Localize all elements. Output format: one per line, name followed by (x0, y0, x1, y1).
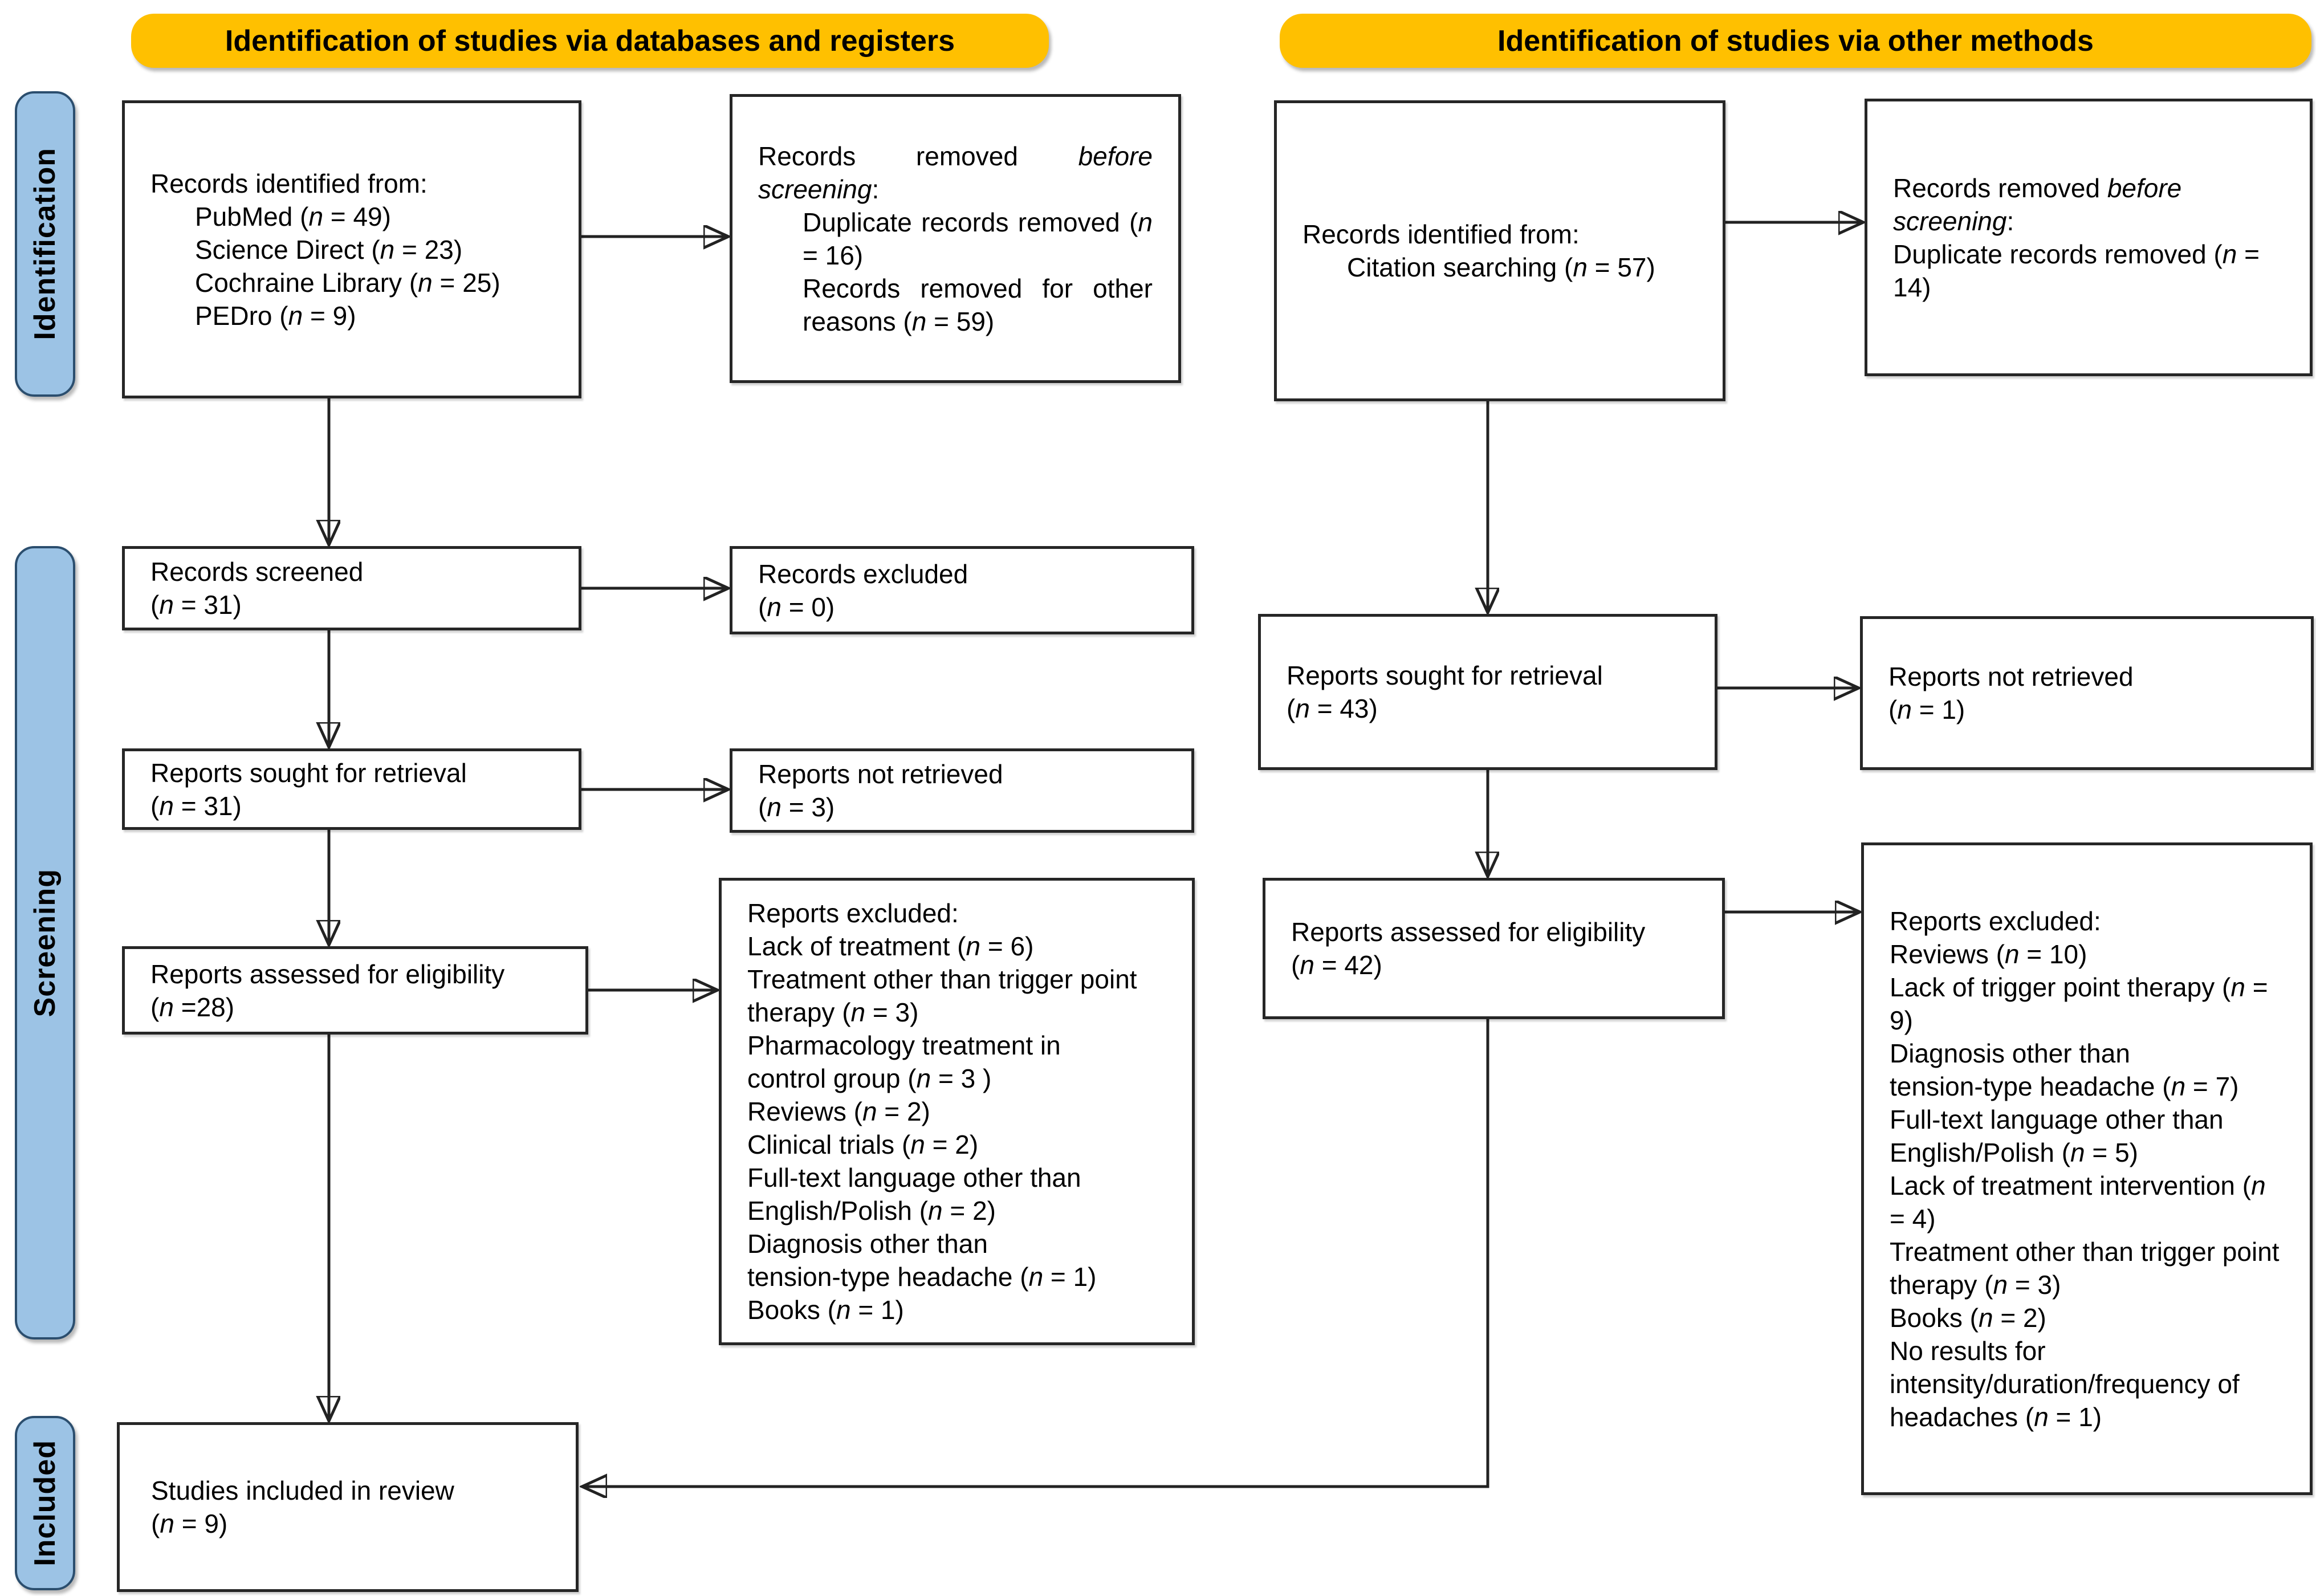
box-text-line: Books (n = 1) (747, 1295, 904, 1325)
box-text-line: Studies included in review (151, 1476, 454, 1505)
box-text-line: Reports excluded: (1890, 906, 2101, 936)
box-reports-excluded-other: Reports excluded:Reviews (n = 10)Lack of… (1861, 842, 2313, 1495)
box-text-line: (n = 42) (1291, 950, 1382, 980)
box-text-line: Citation searching (n = 57) (1347, 253, 1655, 282)
box-records-removed-before-screening: Records removed before screening:Duplica… (730, 94, 1181, 383)
box-text-line: Reports not retrieved (1888, 662, 2134, 691)
box-text-line: Treatment other than trigger point thera… (1890, 1236, 2280, 1300)
box-records-excluded: Records excluded(n = 0) (730, 546, 1194, 634)
box-text-line: PEDro (n = 9) (195, 300, 356, 331)
box-reports-assessed-eligibility-other: Reports assessed for eligibility(n = 42) (1263, 878, 1725, 1019)
box-text-line: Cochraine Library (n = 25) (195, 267, 500, 298)
box-reports-sought-retrieval-databases: Reports sought for retrieval(n = 31) (122, 748, 581, 830)
box-text-line: Pharmacology treatment in control group … (747, 1031, 1061, 1093)
box-text-line: (n =28) (150, 992, 235, 1022)
box-text-line: Reports not retrieved (758, 759, 1003, 789)
box-text-line: Reports sought for retrieval (1287, 661, 1603, 690)
box-reports-excluded-databases: Reports excluded:Lack of treatment (n = … (719, 878, 1195, 1345)
box-text-line: Diagnosis other than tension-type headac… (747, 1229, 1097, 1292)
box-records-identified-databases: Records identified from:PubMed (n = 49)S… (122, 100, 581, 398)
box-text-line: Lack of trigger point therapy (n = 9) (1890, 972, 2268, 1035)
arrow-assessed-other-to-included (582, 1019, 1489, 1487)
banner-other-methods: Identification of studies via other meth… (1280, 14, 2311, 68)
box-text-line: Full-text language other than English/Po… (1890, 1104, 2224, 1167)
box-text-line: Treatment other than trigger point thera… (747, 964, 1137, 1027)
box-text-line: PubMed (n = 49) (195, 201, 391, 231)
box-text-line: Records screened (150, 557, 364, 587)
box-text-line: Reviews (n = 10) (1890, 939, 2087, 969)
stage-label-included: Included (15, 1416, 75, 1590)
box-text-line: Lack of treatment (n = 6) (747, 931, 1034, 961)
box-text-line: Reports excluded: (747, 898, 959, 928)
box-text-line: Science Direct (n = 23) (195, 234, 463, 264)
box-text-line: (n = 3) (758, 792, 835, 822)
box-text-line: (n = 31) (150, 791, 242, 821)
box-text-line: Records excluded (758, 559, 968, 589)
box-text-line: Records removed before screening: (758, 141, 1153, 204)
box-records-removed-before-screening-other: Records removed before screening:Duplica… (1865, 99, 2313, 376)
box-text-line: No results for intensity/duration/freque… (1890, 1336, 2240, 1432)
box-text-line: (n = 1) (1888, 695, 1965, 724)
banner-other-label: Identification of studies via other meth… (1497, 24, 2094, 58)
box-text-line: Reviews (n = 2) (747, 1097, 930, 1126)
box-reports-not-retrieved-databases: Reports not retrieved(n = 3) (730, 748, 1194, 833)
box-records-screened: Records screened(n = 31) (122, 546, 581, 630)
box-text-line: Clinical trials (n = 2) (747, 1130, 979, 1159)
box-text-line: Diagnosis other than tension-type headac… (1890, 1038, 2239, 1101)
banner-databases-label: Identification of studies via databases … (225, 24, 955, 58)
box-text-line: Duplicate records removed (n = 16) (803, 207, 1153, 270)
stage-label-screening: Screening (15, 546, 75, 1339)
box-text-line: Reports sought for retrieval (150, 758, 467, 788)
box-text-line: Full-text language other than English/Po… (747, 1163, 1081, 1226)
box-reports-sought-retrieval-other: Reports sought for retrieval (n = 43) (1258, 614, 1717, 770)
box-text-line: Records identified from: (150, 168, 428, 198)
box-text-line: Records removed for other reasons (n = 5… (803, 273, 1153, 336)
box-text-line: Lack of treatment intervention (n = 4) (1890, 1170, 2266, 1233)
box-text-line: (n = 43) (1287, 694, 1378, 723)
box-text-line: Records identified from: (1303, 219, 1580, 249)
box-text-line: Reports assessed for eligibility (150, 959, 505, 989)
box-text-line: Records removed before screening: (1893, 173, 2182, 236)
box-text-line: Books (n = 2) (1890, 1302, 2046, 1333)
banner-databases-registers: Identification of studies via databases … (131, 14, 1049, 68)
box-text-line: Reports assessed for eligibility (1291, 917, 1646, 947)
box-text-line: (n = 0) (758, 592, 835, 622)
stage-label-identification: Identification (15, 91, 75, 397)
box-reports-not-retrieved-other: Reports not retrieved (n = 1) (1860, 616, 2314, 770)
box-text-line: Duplicate records removed (n = 14) (1893, 239, 2260, 302)
box-reports-assessed-eligibility-databases: Reports assessed for eligibility(n =28) (122, 946, 588, 1035)
box-text-line: (n = 31) (150, 590, 242, 620)
box-records-identified-other-methods: Records identified from: Citation searchi… (1274, 100, 1725, 401)
box-studies-included-review: Studies included in review (n = 9) (117, 1422, 579, 1592)
box-text-line: (n = 9) (151, 1509, 228, 1538)
